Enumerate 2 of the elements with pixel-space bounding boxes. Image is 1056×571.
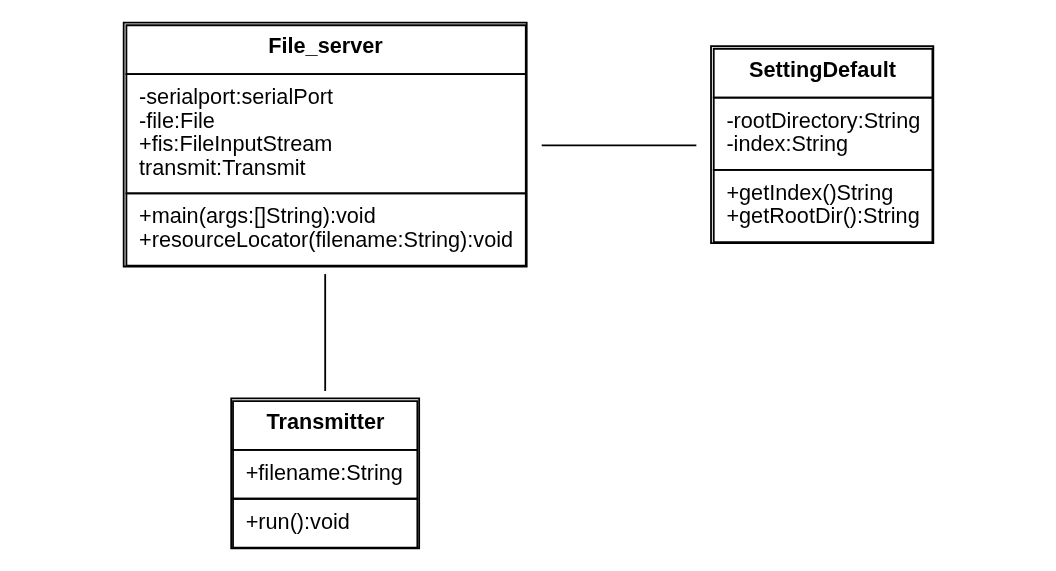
- connector: [323, 273, 326, 392]
- connector: [540, 144, 697, 147]
